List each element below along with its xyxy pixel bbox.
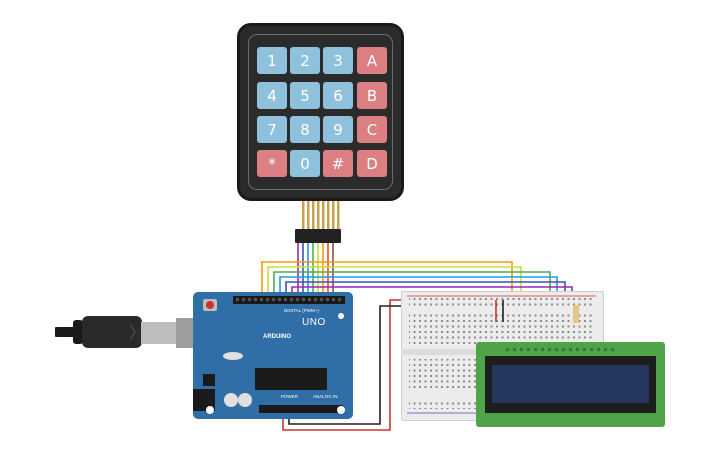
lcd-screen (492, 365, 649, 403)
key-d[interactable]: D (357, 150, 387, 177)
key-1[interactable]: 1 (257, 47, 287, 74)
key-6[interactable]: 6 (323, 82, 353, 109)
lcd-pins (506, 348, 614, 351)
usb-cable[interactable] (55, 312, 200, 352)
arduino-details (193, 296, 345, 414)
keypad-pin-header[interactable] (295, 229, 341, 243)
key-2[interactable]: 2 (290, 47, 320, 74)
keypad-border (248, 34, 393, 190)
key-8[interactable]: 8 (290, 116, 320, 143)
key-hash[interactable]: # (323, 150, 353, 177)
keypad-ribbon (302, 201, 340, 231)
key-4[interactable]: 4 (257, 82, 287, 109)
arduino-board[interactable] (193, 292, 353, 419)
arduino-logo-text: ARDUINO (263, 334, 291, 340)
key-c[interactable]: C (357, 116, 387, 143)
key-a[interactable]: A (357, 47, 387, 74)
digital-label: DIGITAL (PWM~) (284, 308, 319, 313)
key-0[interactable]: 0 (290, 150, 320, 177)
key-9[interactable]: 9 (323, 116, 353, 143)
key-star[interactable]: * (257, 150, 287, 177)
analog-label: ANALOG IN (313, 394, 338, 399)
key-3[interactable]: 3 (323, 47, 353, 74)
key-7[interactable]: 7 (257, 116, 287, 143)
power-label: POWER (281, 394, 299, 399)
uno-label: UNO (302, 317, 326, 328)
key-5[interactable]: 5 (290, 82, 320, 109)
key-b[interactable]: B (357, 82, 387, 109)
